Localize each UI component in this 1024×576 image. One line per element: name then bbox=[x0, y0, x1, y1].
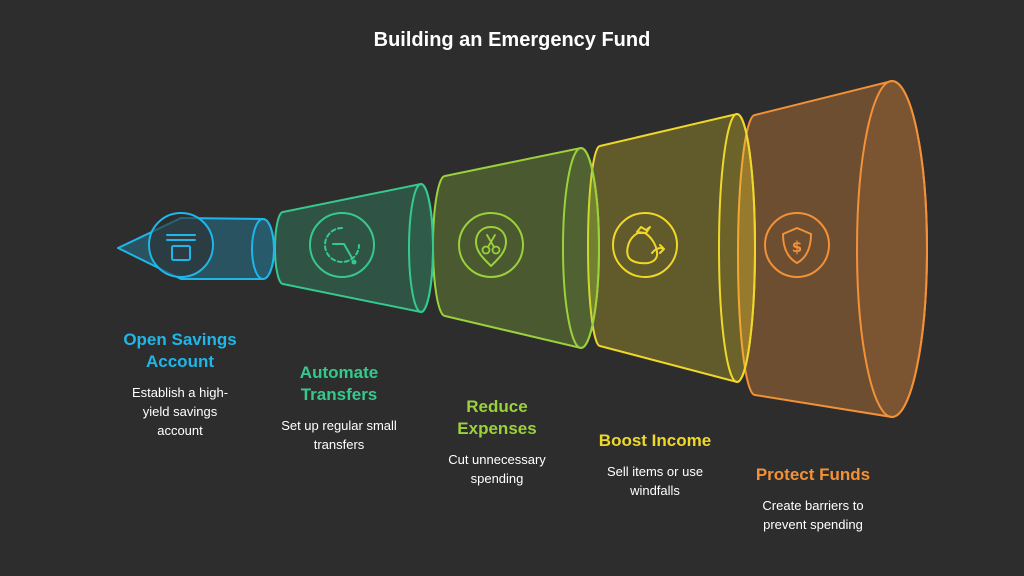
step-title: Automate Transfers bbox=[299, 363, 379, 404]
step-title: Boost Income bbox=[598, 431, 712, 450]
step-description: Cut unnecessary spending bbox=[448, 452, 546, 486]
segment-protect-funds: $ bbox=[737, 79, 928, 419]
step-boost-income: Boost Income Sell items or use windfalls bbox=[580, 430, 730, 500]
money-bag-icon bbox=[612, 212, 678, 278]
cone-face-protect-funds bbox=[856, 80, 928, 418]
step-description: Sell items or use windfalls bbox=[606, 464, 704, 498]
shield-dollar-icon: $ bbox=[764, 212, 830, 278]
svg-text:$: $ bbox=[792, 238, 802, 256]
cone-face-automate-transfers bbox=[408, 183, 434, 313]
step-reduce-expenses: Reduce Expenses Cut unnecessary spending bbox=[422, 396, 572, 488]
cone-face-open-savings-account bbox=[251, 218, 275, 280]
step-title: Reduce Expenses bbox=[457, 397, 537, 438]
segment-open-savings-account bbox=[117, 212, 275, 280]
step-description: Create barriers to prevent spending bbox=[762, 498, 864, 532]
segment-reduce-expenses bbox=[432, 146, 600, 350]
segment-automate-transfers bbox=[274, 182, 434, 314]
step-automate-transfers: Automate Transfers Set up regular small … bbox=[264, 362, 414, 454]
clock-timer-icon bbox=[309, 212, 375, 278]
scissors-icon bbox=[458, 212, 524, 278]
segment-boost-income bbox=[587, 112, 756, 384]
cone-face-reduce-expenses bbox=[562, 147, 600, 349]
step-description: Set up regular small transfers bbox=[281, 418, 397, 452]
step-description: Establish a high- yield savings account bbox=[131, 385, 229, 438]
savings-card-icon bbox=[148, 212, 214, 278]
diagram-title: Building an Emergency Fund bbox=[373, 29, 651, 51]
step-title: Open Savings Account bbox=[123, 330, 237, 371]
cone-face-boost-income bbox=[718, 113, 756, 383]
step-protect-funds: Protect Funds Create barriers to prevent… bbox=[738, 464, 888, 534]
step-title: Protect Funds bbox=[755, 465, 871, 484]
step-open-savings-account: Open Savings Account Establish a high- y… bbox=[105, 329, 255, 440]
